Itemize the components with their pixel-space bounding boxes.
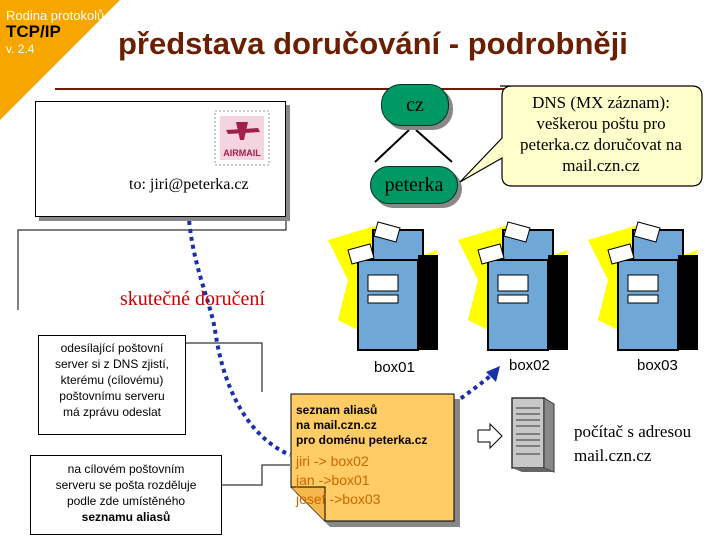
mailbox-3-icon	[588, 221, 698, 351]
delivery-label: skutečné doručení	[120, 288, 265, 310]
alias-header-line: na mail.czn.cz	[296, 418, 377, 432]
airmail-stamp-icon: AIRMAIL	[214, 110, 270, 166]
alias-entry: jiri -> box02	[296, 453, 369, 469]
dns-node-cz: cz	[381, 84, 449, 126]
sender-server-note: odesílající poštovní server si z DNS zji…	[38, 335, 186, 435]
title-underline	[55, 88, 560, 90]
mailbox-label-box01: box01	[374, 359, 415, 376]
sender-note-line: odesílající poštovní	[60, 341, 164, 355]
mailbox-1-icon	[328, 221, 438, 351]
envelope-address: to: jiri@peterka.cz	[129, 176, 249, 193]
delivery-arrow-main	[186, 204, 291, 457]
target-note-line: podle zde umístěného	[66, 494, 186, 508]
dns-callout-line: DNS (MX záznam):	[532, 93, 670, 112]
server-label: počítač s adresou mail.czn.cz	[574, 420, 691, 468]
sender-note-line: server si z DNS zjistí,	[54, 357, 169, 371]
envelope: AIRMAIL to: jiri@peterka.cz	[35, 101, 286, 217]
sender-note-line: kterému (cílovému)	[60, 373, 164, 387]
tree-branch-right	[415, 129, 453, 163]
alias-list-note-shape	[290, 393, 460, 527]
dns-callout-text: DNS (MX záznam): veškerou poštu pro pete…	[503, 92, 699, 176]
envelope-loop-line	[17, 200, 287, 310]
alias-entry: jan ->box01	[296, 472, 370, 488]
dns-node-peterka: peterka	[370, 166, 458, 204]
sender-note-line: má zprávu odeslat	[62, 405, 162, 419]
server-label-line: počítač s adresou	[574, 422, 692, 441]
alias-header-line: pro doménu peterka.cz	[296, 433, 428, 447]
corner-badge	[0, 0, 120, 120]
mailboxes-illustration	[328, 221, 698, 351]
sender-note-line: poštovnímu serveru	[59, 389, 165, 403]
sender-note-connector	[186, 342, 263, 392]
alias-entries: jiri -> box02 jan ->box01 josef ->box03	[296, 452, 380, 509]
mailbox-label-box03: box03	[637, 357, 678, 374]
stamp-text: AIRMAIL	[223, 148, 261, 158]
page-title: představa doručování - podrobněji	[118, 26, 628, 61]
mailbox-2-icon	[458, 221, 568, 351]
alias-list-header: seznam aliasů na mail.czn.cz pro doménu …	[296, 403, 427, 448]
dns-callout-line: mail.czn.cz	[562, 156, 640, 175]
server-label-line: mail.czn.cz	[574, 446, 652, 465]
dns-callout-line: veškerou poštu pro	[536, 114, 666, 133]
target-note-line: serveru se pošta rozděluje	[55, 478, 197, 492]
server-pointer-arrow	[477, 422, 503, 450]
target-note-connector	[222, 464, 290, 486]
target-note-line: na cílovém poštovním	[67, 462, 185, 476]
server-computer-icon	[511, 397, 555, 473]
target-note-emphasis: seznamu aliasů	[81, 510, 171, 524]
target-server-note: na cílovém poštovním serveru se pošta ro…	[30, 455, 222, 535]
version-label: v. 2.4	[6, 42, 35, 56]
alias-entry: josef ->box03	[296, 491, 381, 507]
alias-header-line: seznam aliasů	[296, 403, 378, 417]
protocol-name: TCP/IP	[6, 22, 61, 41]
protocol-family-label: Rodina protokolů	[6, 8, 105, 23]
dns-callout-bubble	[459, 85, 703, 187]
dns-callout-line: peterka.cz doručovat na	[520, 135, 682, 154]
mailbox-label-box02: box02	[509, 357, 550, 374]
tree-branch-left	[374, 129, 410, 163]
delivery-arrowhead-box02	[486, 366, 500, 382]
